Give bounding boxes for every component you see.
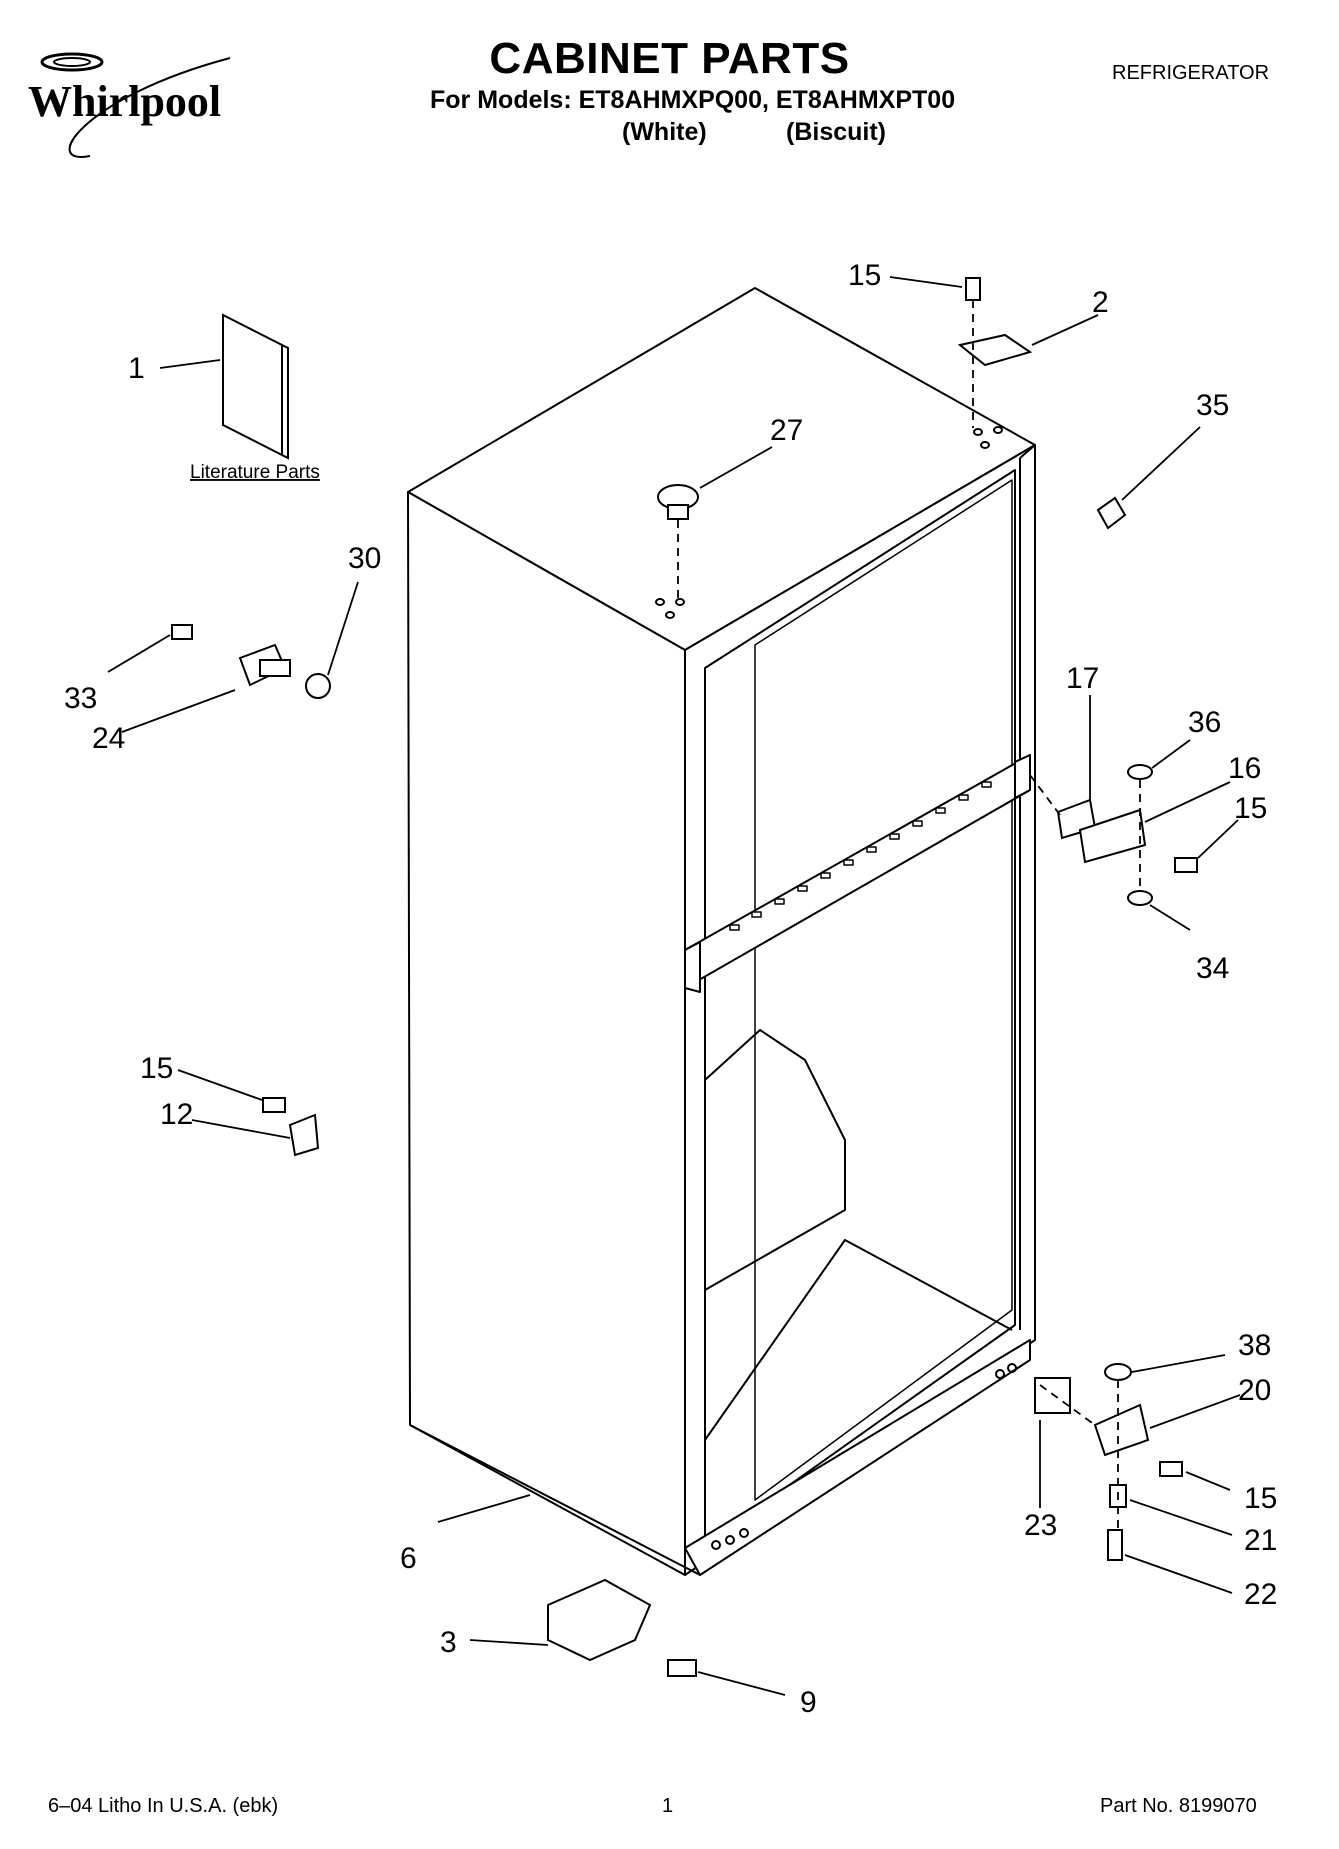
- screw-15d-icon: [1159, 1461, 1183, 1477]
- callout-23: 23: [1024, 1509, 1057, 1542]
- callout-21: 21: [1244, 1524, 1277, 1557]
- callout-numbers: 1 15 2 27 35 30 33 24 17 36 16 15 34 15 …: [64, 259, 1277, 1719]
- bottom-hinge-icon: [1093, 1403, 1150, 1457]
- center-hinge-icon: [1078, 808, 1147, 864]
- callout-1: 1: [128, 352, 145, 385]
- callout-3: 3: [440, 1626, 457, 1659]
- page-title: CABINET PARTS: [0, 34, 1339, 84]
- shim-23-icon: [1034, 1377, 1071, 1414]
- top-hinge-icon: [957, 333, 1033, 367]
- callout-2: 2: [1092, 286, 1109, 319]
- category-label: REFRIGERATOR: [1112, 62, 1270, 84]
- screw-15b-icon: [262, 1097, 286, 1113]
- callout-6: 6: [400, 1542, 417, 1575]
- callout-12: 12: [160, 1098, 193, 1131]
- callout-17: 17: [1066, 662, 1099, 695]
- callout-38: 38: [1238, 1329, 1271, 1362]
- title-text: CABINET PARTS: [489, 34, 850, 83]
- footer-page-number: 1: [662, 1795, 674, 1817]
- cabinet-drawing: [407, 287, 1036, 1576]
- models-line: For Models: ET8AHMXPQ00, ET8AHMXPT00: [430, 86, 956, 114]
- whirlpool-logo: Whirlpool: [28, 52, 231, 158]
- callout-9: 9: [800, 1686, 817, 1719]
- callout-36: 36: [1188, 706, 1221, 739]
- literature-booklet-icon: [222, 313, 289, 460]
- callout-30: 30: [348, 542, 381, 575]
- callout-24: 24: [92, 722, 125, 755]
- leveler-screw-icon: [667, 1659, 697, 1677]
- callout-22: 22: [1244, 1578, 1277, 1611]
- hardware-parts: [171, 277, 1198, 1677]
- hinge-cover-icon: [1096, 496, 1127, 530]
- washer-36-icon: [1127, 764, 1153, 780]
- screw-33-icon: [171, 624, 193, 640]
- footer-litho: 6–04 Litho In U.S.A. (ebk): [48, 1795, 279, 1817]
- washer-38-icon: [1104, 1363, 1132, 1381]
- callout-34: 34: [1196, 952, 1229, 985]
- callout-35: 35: [1196, 389, 1229, 422]
- color-white-label: (White): [622, 118, 707, 146]
- leader-lines: [107, 276, 1241, 1696]
- callout-15-mid: 15: [1234, 792, 1267, 825]
- washer-34-icon: [1127, 890, 1153, 906]
- screw-15c-icon: [1174, 857, 1198, 873]
- svg-text:Whirlpool: Whirlpool: [28, 77, 221, 126]
- color-biscuit-label: (Biscuit): [786, 118, 886, 146]
- callout-33: 33: [64, 682, 97, 715]
- callout-15-bottom: 15: [1244, 1482, 1277, 1515]
- callout-20: 20: [1238, 1374, 1271, 1407]
- callout-15-left: 15: [140, 1052, 173, 1085]
- footer-part-number: Part No. 8199070: [1100, 1795, 1257, 1817]
- hinge-cap-12-icon: [288, 1113, 320, 1157]
- roller-icon: [305, 673, 331, 699]
- literature-parts-label: Literature Parts: [190, 462, 320, 483]
- callout-15-top: 15: [848, 259, 881, 292]
- leveler-bracket-icon: [547, 1578, 652, 1662]
- screw-22-icon: [1107, 1529, 1123, 1561]
- callout-27: 27: [770, 414, 803, 447]
- screw-top-icon: [965, 277, 981, 301]
- callout-16: 16: [1228, 752, 1261, 785]
